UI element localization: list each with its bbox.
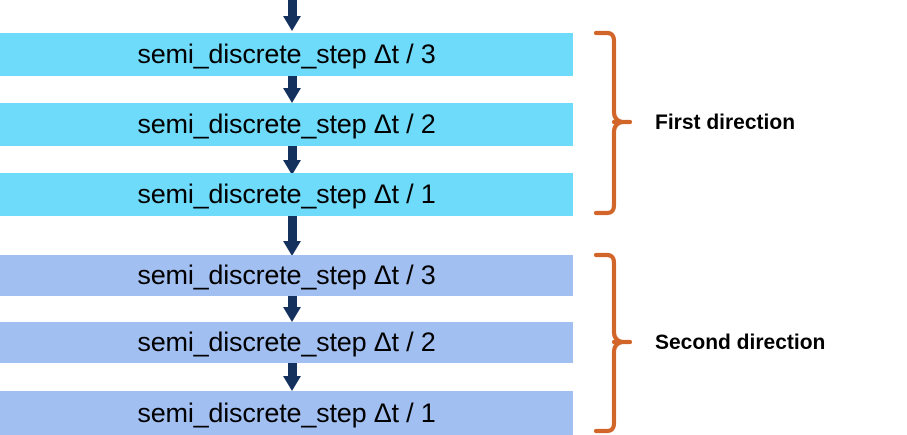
arrow-shaft bbox=[288, 292, 297, 309]
step-label: semi_discrete_step Δt / 2 bbox=[137, 327, 436, 357]
brace-first-direction-icon bbox=[593, 30, 632, 216]
step-label: semi_discrete_step Δt / 3 bbox=[137, 260, 436, 290]
arrow-shaft bbox=[288, 0, 297, 18]
arrow-head bbox=[283, 376, 301, 391]
step-label: semi_discrete_step Δt / 1 bbox=[137, 179, 436, 209]
arrow-shaft bbox=[288, 361, 297, 378]
arrow-head bbox=[283, 88, 301, 103]
brace-second-direction-icon bbox=[593, 252, 632, 434]
label-first-direction: First direction bbox=[655, 111, 796, 134]
arrow-head bbox=[283, 160, 301, 175]
arrow-head bbox=[283, 16, 301, 31]
arrow-shaft bbox=[288, 145, 297, 162]
step-label: semi_discrete_step Δt / 1 bbox=[137, 397, 436, 428]
arrow-shaft bbox=[288, 204, 297, 243]
step-box-first-direction-1[interactable]: semi_discrete_step Δt / 3 bbox=[0, 33, 573, 76]
step-box-second-direction-1[interactable]: semi_discrete_step Δt / 3 bbox=[0, 255, 573, 296]
step-label: semi_discrete_step Δt / 3 bbox=[137, 39, 436, 69]
arrow-head bbox=[283, 241, 301, 256]
step-box-first-direction-3[interactable]: semi_discrete_step Δt / 1 bbox=[0, 173, 573, 216]
brace-first-direction bbox=[592, 30, 632, 216]
arrow-shaft bbox=[288, 73, 297, 90]
step-box-first-direction-2[interactable]: semi_discrete_step Δt / 2 bbox=[0, 103, 573, 146]
arrow-head bbox=[283, 307, 301, 322]
step-label: semi_discrete_step Δt / 2 bbox=[137, 109, 436, 139]
label-second-direction: Second direction bbox=[655, 331, 826, 354]
brace-second-direction bbox=[592, 252, 632, 434]
step-box-second-direction-3[interactable]: semi_discrete_step Δt / 1 bbox=[0, 391, 573, 435]
step-box-second-direction-2[interactable]: semi_discrete_step Δt / 2 bbox=[0, 322, 573, 363]
